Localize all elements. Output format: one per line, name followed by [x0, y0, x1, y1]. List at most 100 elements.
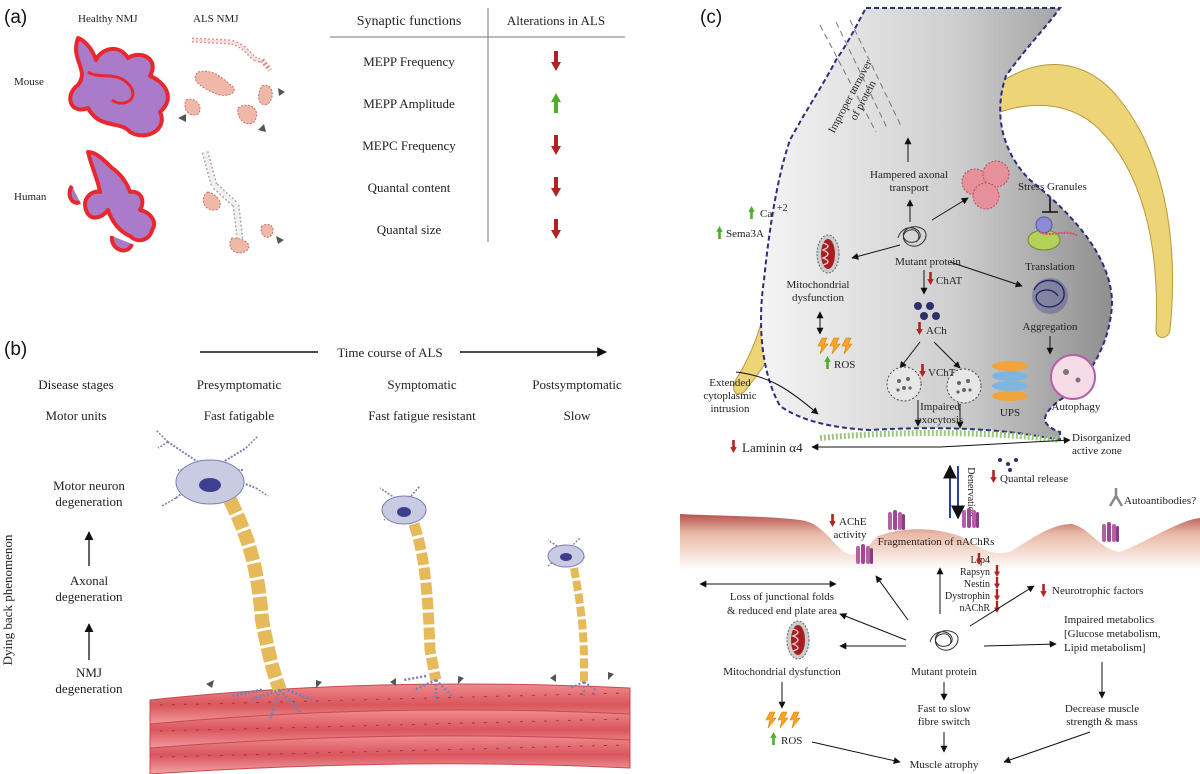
unit-fast-fatigue-resistant: Fast fatigue resistant — [368, 408, 476, 423]
table-header-right: Alterations in ALS — [507, 13, 605, 28]
fast-to-slow-line-1: Fast to slow — [917, 703, 970, 715]
stage-presymptomatic: Presymptomatic — [197, 377, 282, 392]
hampered-transport-line-2: transport — [889, 182, 928, 194]
arrow-down-icon — [551, 219, 561, 239]
progression-line-5: NMJ — [76, 665, 102, 680]
arrow-down-icon — [994, 601, 1000, 613]
metabolics-line-3: Lipid metabolism] — [1064, 642, 1146, 654]
translation-label: Translation — [1025, 261, 1075, 273]
synaptic-table: Synaptic functions Alterations in ALS ME… — [330, 8, 625, 242]
fragmentation-label: Fragmentation of nAChRs — [878, 536, 995, 548]
arrow-down-icon — [551, 135, 561, 155]
neurotrophic-label: Neurotrophic factors — [1052, 585, 1143, 597]
synaptic-function-label: Quantal size — [377, 222, 442, 237]
fast-to-slow-line-2: fibre switch — [918, 716, 971, 728]
als-mouse-nmj — [178, 37, 285, 132]
ach-molecules — [914, 302, 940, 320]
disorganized-line-1: Disorganized — [1072, 432, 1131, 444]
impaired-exocytosis-line-2: exocytosis — [917, 414, 963, 426]
human-row-label: Human — [14, 191, 47, 203]
chat-label: ChAT — [936, 275, 963, 287]
vcht-label: VChT — [928, 367, 956, 379]
arrow-down-icon — [994, 589, 1000, 601]
stress-granules-label: Stress Granules — [1018, 181, 1087, 193]
ache-line-1: AChE — [839, 516, 867, 528]
stage-symptomatic: Symptomatic — [387, 377, 457, 392]
motor-units-label: Motor units — [45, 408, 106, 423]
ros-bottom-label: ROS — [781, 735, 802, 747]
autoantibodies-label: Autoantibodies? — [1124, 495, 1196, 507]
quantal-release-dots — [998, 458, 1018, 472]
panel-b-tag: (b) — [4, 339, 27, 360]
laminin-label: Laminin α4 — [742, 440, 803, 455]
metabolics-line-1: Impaired metabolics — [1064, 614, 1154, 626]
autoantibody-icon — [1108, 488, 1124, 507]
autophagy-label: Autophagy — [1052, 401, 1101, 413]
mito-dysfunction-top-line-1: Mitochondrial — [787, 279, 850, 291]
progression-line-4: degeneration — [55, 589, 123, 604]
mito-dysfunction-bottom-label: Mitochondrial dysfunction — [723, 666, 841, 678]
arrow-up-icon — [551, 93, 561, 113]
panel-a-tag: (a) — [4, 7, 27, 28]
hampered-transport-line-1: Hampered axonal — [870, 169, 948, 181]
ups-proteasome — [992, 361, 1028, 401]
unit-fast-fatigable: Fast fatigable — [204, 408, 275, 423]
panel-c: (c) Improper turnover of protein Hampere… — [680, 7, 1200, 771]
decrease-muscle-line-2: strength & mass — [1066, 716, 1138, 728]
stage-postsymptomatic: Postsymptomatic — [532, 377, 622, 392]
motor-neuron-fast-fatigue-resistant — [379, 485, 464, 704]
progression-line-3: Axonal — [70, 573, 109, 588]
intrusion-line-1: Extended — [709, 377, 751, 389]
nerve-terminal — [760, 7, 1114, 442]
synaptic-function-label: Quantal content — [368, 180, 451, 195]
metabolics-line-2: [Glucose metabolism, — [1064, 628, 1161, 640]
unit-slow: Slow — [564, 408, 591, 423]
disorganized-line-2: active zone — [1072, 445, 1122, 457]
ca-label: Ca — [760, 208, 772, 220]
ach-label: ACh — [926, 325, 947, 337]
progression-line-6: degeneration — [55, 681, 123, 696]
motor-neuron-fast-fatigable — [155, 429, 322, 721]
ros-top-label: ROS — [834, 359, 855, 371]
loss-folds-line-1: Loss of junctional folds — [730, 591, 834, 603]
time-course-label: Time course of ALS — [337, 345, 442, 360]
synaptic-function-label: MEPP Amplitude — [363, 96, 455, 111]
mouse-row-label: Mouse — [14, 76, 44, 88]
healthy-human-nmj — [67, 150, 157, 253]
protein-down-label: Dystrophin — [945, 591, 990, 602]
table-header-left: Synaptic functions — [357, 14, 462, 29]
arrow-down-icon — [551, 177, 561, 197]
synaptic-function-label: MEPC Frequency — [362, 138, 456, 153]
arrow-down-icon — [551, 51, 561, 71]
progression-line-1: Motor neuron — [53, 478, 125, 493]
dying-back-label: Dying back phenomenon — [0, 534, 15, 665]
ribosome — [1027, 216, 1079, 251]
quantal-release-label: Quantal release — [1000, 473, 1068, 485]
healthy-mouse-nmj — [68, 36, 170, 138]
loss-folds-line-2: & reduced end plate area — [727, 605, 837, 617]
impaired-exocytosis-line-1: Impaired — [920, 401, 960, 413]
arrow-down-icon — [994, 577, 1000, 589]
healthy-nmj-header: Healthy NMJ — [78, 13, 138, 25]
synaptic-function-label: MEPP Frequency — [363, 54, 455, 69]
progression-line-2: degeneration — [55, 494, 123, 509]
ups-label: UPS — [1000, 407, 1020, 419]
panel-b: (b) Time course of ALS Disease stages Mo… — [0, 339, 631, 774]
mutant-protein-top-label: Mutant protein — [895, 256, 961, 268]
autophagy-icon — [1050, 354, 1096, 400]
panel-c-tag: (c) — [700, 7, 722, 28]
stress-granules — [961, 160, 1010, 210]
disease-stages-label: Disease stages — [38, 377, 113, 392]
denervation-label: Denervation — [965, 467, 976, 516]
mito-dysfunction-top-line-2: dysfunction — [792, 292, 844, 304]
decrease-muscle-line-1: Decrease muscle — [1065, 703, 1139, 715]
muscle-surface — [680, 514, 1200, 570]
aggregation-icon — [1032, 278, 1068, 314]
mutant-protein-bottom-label: Mutant protein — [911, 666, 977, 678]
ache-line-2: activity — [834, 529, 867, 541]
aggregation-label: Aggregation — [1023, 321, 1078, 333]
sema3a-label: Sema3A — [726, 228, 764, 240]
protein-down-label: Nestin — [964, 579, 990, 590]
als-nmj-header: ALS NMJ — [193, 13, 239, 25]
